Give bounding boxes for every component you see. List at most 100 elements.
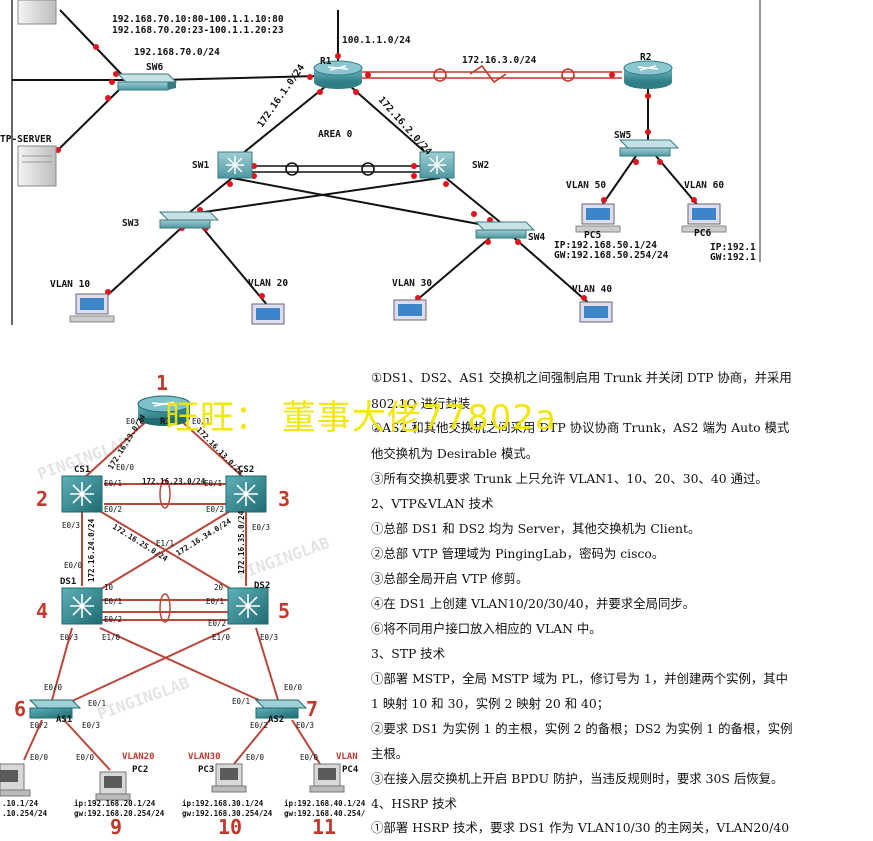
requirement-line: ⑥将不同用户接口放入相应的 VLAN 中。 (371, 621, 602, 636)
ds1-label: DS1 (60, 577, 76, 587)
pc1-ip-label: .10.1/24 (2, 799, 39, 808)
requirement-line: ①总部 DS1 和 DS2 均为 Server，其他交换机为 Client。 (371, 521, 701, 536)
section-heading: 4、HSRP 技术 (371, 796, 457, 811)
r1-sw1-network-label: 172.16.1.0/24 (255, 62, 307, 129)
vlan60-label: VLAN 60 (684, 180, 724, 191)
r1-sw2-network-label: 172.16.2.0/24 (376, 95, 434, 158)
requirement-line: ①部署 MSTP，全局 MSTP 域为 PL，修订号为 1，并创建两个实例，其中 (371, 671, 789, 686)
sw4-label: SW4 (528, 232, 545, 243)
requirement-line: 1 映射 10 和 30，实例 2 映射 20 和 40； (371, 696, 610, 711)
sw3-switch-icon (158, 211, 220, 229)
as1-if-e00: E0/0 (44, 683, 63, 692)
r1-label: R1 (320, 56, 332, 67)
cs1-if-e03: E0/3 (62, 521, 80, 530)
pc5-gw-label: GW:192.168.50.254/24 (554, 250, 669, 261)
pc3-label: PC3 (198, 765, 214, 775)
requirement-line: ④在 DS1 上创建 VLAN10/20/30/40，并要求全局同步。 (371, 596, 696, 611)
ds2-label: DS2 (254, 581, 270, 591)
as2-if-e03: E0/3 (296, 721, 314, 730)
pc1-if-e00: E0/0 (30, 753, 49, 762)
top-topology-diagram: 192.168.70.10:80-100.1.1.10:80 192.168.7… (0, 0, 873, 325)
device-number-10: 10 (218, 815, 242, 837)
ds2-if-e03: E0/3 (260, 633, 278, 642)
cs2-if-e03: E0/3 (252, 523, 270, 532)
pc1-computer-icon (0, 763, 31, 797)
cs1-cs2-network-label: 172.16.23.0/24 (142, 477, 206, 486)
cs2-if-e02: E0/2 (206, 505, 224, 514)
device-number-7: 7 (306, 697, 318, 721)
sw4-switch-icon (474, 221, 536, 239)
vlan20-computer-icon (251, 303, 285, 325)
vlan50-label: VLAN 50 (566, 180, 606, 191)
sw3-label: SW3 (122, 218, 139, 229)
cs2-if-e11: E1/1 (156, 539, 174, 548)
cs2-ds2-network-label: 172.16.35.0/24 (237, 510, 246, 574)
cs1-switch-icon (61, 475, 103, 513)
sw5-switch-icon (618, 139, 680, 157)
isp-network-label: 100.1.1.0/24 (342, 35, 411, 46)
pc6-ip-label: IP:192.1 (710, 242, 756, 253)
as2-if-e01: E0/1 (232, 697, 250, 706)
cs1-ds1-network-label: 172.16.24.0/24 (87, 518, 96, 582)
requirement-line: 802.1Q 进行封装 (371, 396, 471, 411)
pc5-computer-icon (575, 203, 621, 233)
pc2-if-e00: E0/0 (76, 753, 95, 762)
ds2-if-e02: E0/2 (208, 619, 226, 628)
pc2-gw-label: gw:192.168.20.254/24 (74, 809, 165, 818)
sw6-switch-icon (116, 73, 178, 91)
cs1-if-e01: E0/1 (104, 479, 122, 488)
vlan30-tag: VLAN30 (188, 752, 221, 762)
sw2-switch-icon (419, 151, 455, 179)
pc6-computer-icon (681, 203, 727, 233)
nat-line-2: 192.168.70.20:23-100.1.1.20:23 (112, 25, 284, 36)
server-top-icon (17, 0, 57, 25)
vlan10-label: VLAN 10 (50, 279, 90, 290)
ds2-if-e10: E1/0 (212, 633, 231, 642)
ds2-switch-icon (227, 587, 269, 625)
pc4-ip-label: ip:192.168.40.1/24 (284, 799, 365, 808)
r1-r2-network-label: 172.16.3.0/24 (462, 55, 537, 66)
pc3-computer-icon (211, 763, 247, 793)
device-number-9: 9 (110, 815, 122, 837)
pc4-gw-label: gw:192.168.40.254/24 (284, 809, 365, 818)
device-number-2: 2 (36, 487, 48, 511)
pc6-label: PC6 (694, 228, 711, 239)
requirement-line: ③总部全局开启 VTP 修剪。 (371, 571, 529, 586)
vlan10-computer-icon (69, 293, 115, 323)
pc4-if-e00: E0/0 (300, 753, 319, 762)
r1-if-e00: E0/0 (126, 417, 145, 426)
area-label: AREA 0 (318, 129, 353, 140)
requirement-line: 他交换机为 Desirable 模式。 (371, 446, 539, 461)
section-heading: 3、STP 技术 (371, 646, 446, 661)
bottom-topology-diagram: PINGINGLAB PINGINGLAB PINGINGLAB (0, 335, 375, 839)
vlan30-label: VLAN 30 (392, 278, 432, 289)
requirement-line: ③所有交换机要求 Trunk 上只允许 VLAN1、10、20、30、40 通过… (371, 471, 768, 486)
as1-label: AS1 (56, 715, 72, 725)
seller-watermark-text: 旺旺： 董事大佬77802a (165, 398, 557, 438)
as1-switch-icon (28, 699, 82, 719)
cs1-if-e00: E0/0 (116, 463, 135, 472)
pc3-if-e00: E0/0 (246, 753, 265, 762)
as2-switch-icon (254, 699, 308, 719)
nat-line-1: 192.168.70.10:80-100.1.1.10:80 (112, 14, 284, 25)
r2-label: R2 (640, 52, 651, 63)
pc1-gw-label: .10.254/24 (2, 809, 48, 818)
requirement-line: ①部署 HSRP 技术，要求 DS1 作为 VLAN10/30 的主网关，VLA… (371, 820, 790, 835)
device-number-6: 6 (14, 697, 26, 721)
cs2-ds1-network-label: 172.16.34.0/24 (174, 516, 233, 557)
device-number-11: 11 (312, 815, 336, 837)
cs2-switch-icon (225, 475, 267, 513)
cs2-if-e01: E0/1 (204, 479, 222, 488)
brand-watermark-3: PINGINGLAB (95, 673, 192, 724)
requirement-line: ②总部 VTP 管理域为 PingingLab，密码为 cisco。 (371, 546, 665, 561)
cs1-if-e02: E0/2 (104, 505, 122, 514)
top-topology-svg: 192.168.70.10:80-100.1.1.10:80 192.168.7… (0, 0, 761, 325)
as1-if-e02: E0/2 (30, 721, 48, 730)
pc3-gw-label: gw:192.168.30.254/24 (182, 809, 273, 818)
device-number-4: 4 (36, 599, 48, 623)
ds1-if-e00: E0/0 (64, 561, 83, 570)
sw2-label: SW2 (472, 160, 489, 171)
tp-server-label: TP-SERVER (0, 134, 52, 145)
sw6-network-label: 192.168.70.0/24 (134, 47, 220, 58)
pc2-label: PC2 (132, 765, 148, 775)
